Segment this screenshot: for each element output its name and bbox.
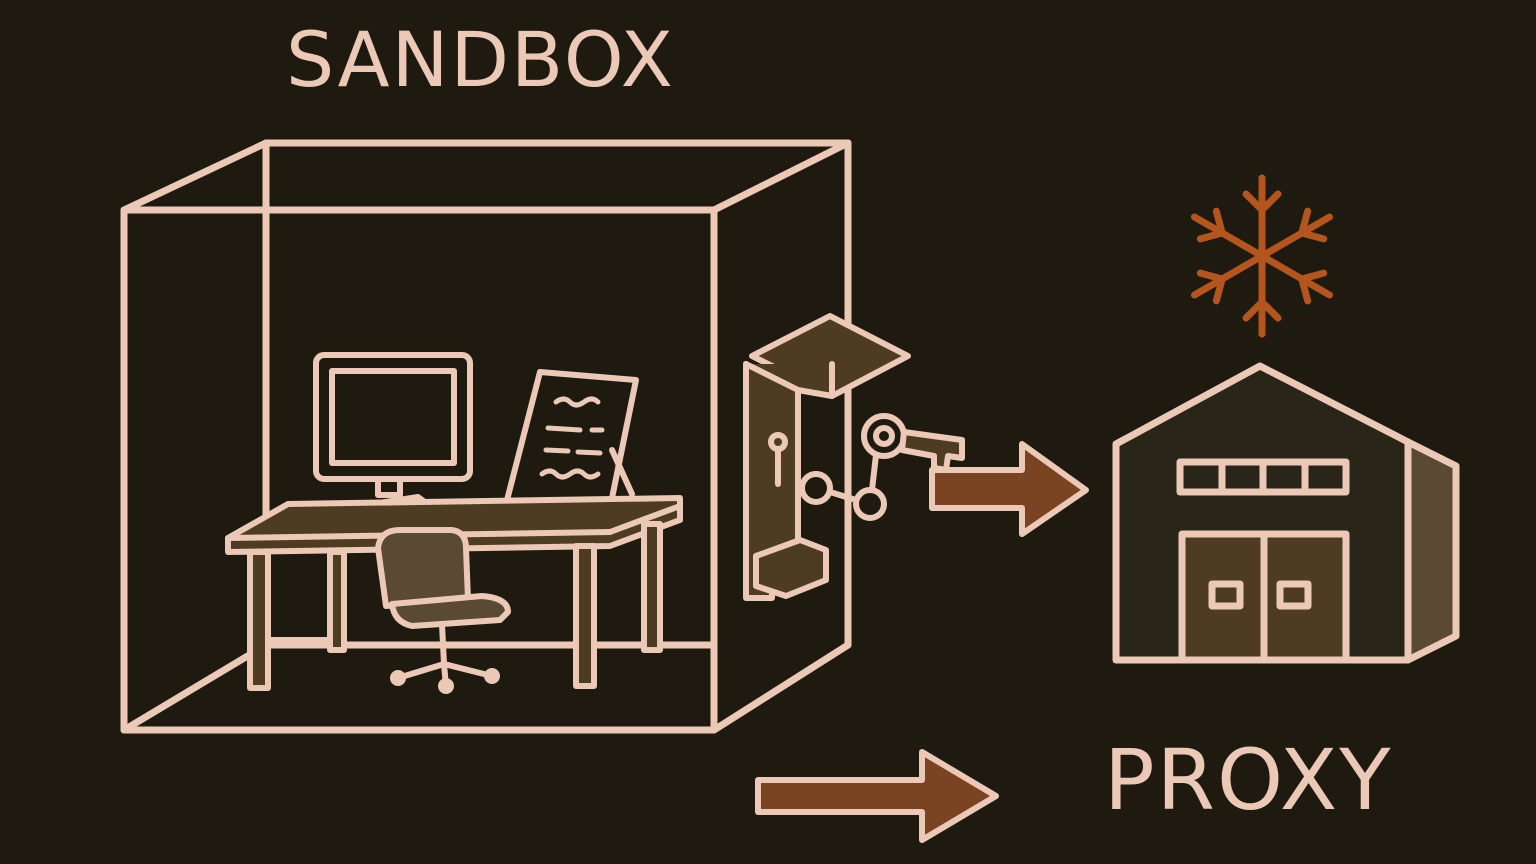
document-icon — [503, 369, 639, 511]
snowflake-icon — [1190, 174, 1334, 338]
sandbox-label: SANDBOX — [286, 15, 675, 104]
office-chair-icon — [375, 527, 511, 694]
arrow-right-icon — [929, 441, 1089, 537]
arrow-right-icon — [755, 749, 999, 843]
robot-arm-key-icon — [827, 413, 965, 521]
monitor-icon — [313, 352, 473, 519]
proxy-label: PROXY — [1104, 731, 1393, 829]
access-booth-icon — [743, 313, 911, 601]
warehouse-icon — [1112, 362, 1460, 664]
sandbox-cube-icon — [120, 139, 852, 734]
